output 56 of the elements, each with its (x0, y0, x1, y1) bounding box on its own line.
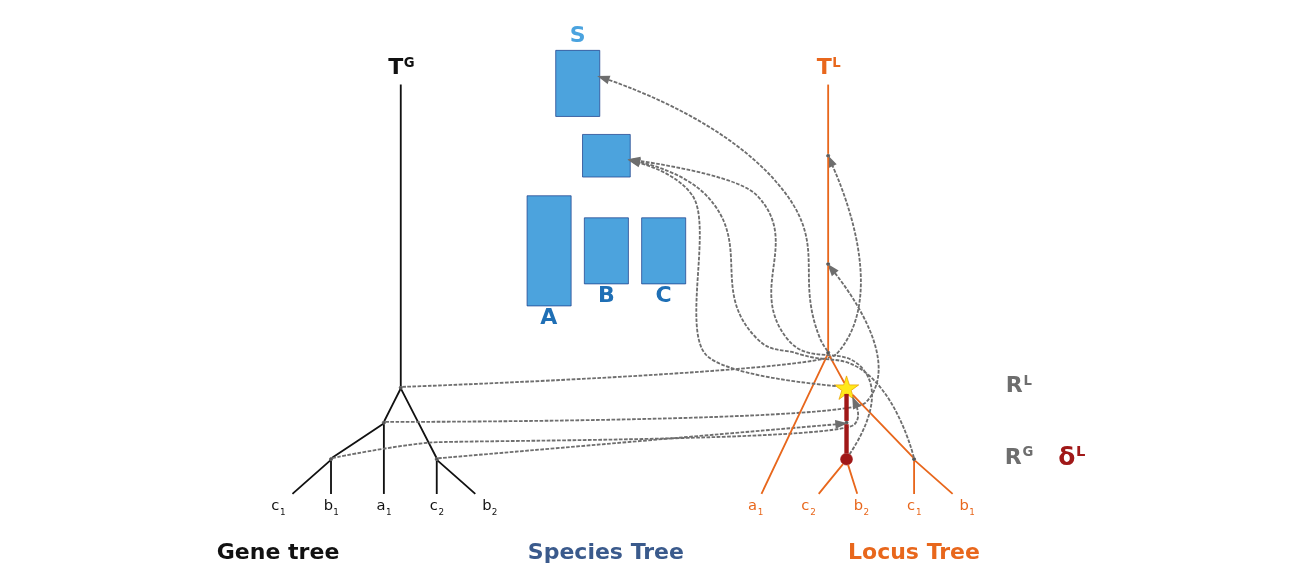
connector (291, 459, 331, 495)
node-circle (839, 452, 853, 466)
node-text: c$_{1}$ (270, 496, 286, 518)
node-point (844, 420, 848, 425)
node-point (434, 457, 439, 462)
label: δ$^{L}$ (1057, 441, 1085, 471)
connector (912, 460, 915, 495)
connector (843, 393, 849, 421)
node-point (328, 457, 333, 462)
node-label: A (539, 304, 557, 330)
node-point (825, 262, 830, 266)
label: Locus Tree (847, 538, 980, 564)
node-point (911, 457, 916, 462)
node-point (825, 153, 830, 158)
connector (329, 460, 332, 495)
node-text: T$^{L}$ (816, 54, 841, 80)
connector (846, 463, 858, 495)
connector (826, 264, 829, 352)
node-text: b$_{2}$ (853, 496, 869, 518)
connector (913, 459, 954, 495)
node-text: c$_{2}$ (429, 496, 444, 518)
connector (817, 463, 844, 495)
connector (435, 460, 438, 495)
node-box (581, 134, 631, 178)
connector (843, 424, 849, 453)
node-label: B (597, 282, 615, 308)
connector (330, 423, 384, 459)
label: Species Tree (527, 538, 684, 564)
connector (436, 459, 476, 495)
label: Gene tree (216, 538, 339, 564)
arrow (330, 396, 861, 460)
node-text: a$_{1}$ (376, 496, 392, 518)
node-label: C (655, 282, 672, 308)
node-star (833, 375, 859, 400)
node-point (825, 350, 830, 355)
node-text: b$_{1}$ (959, 496, 975, 518)
connector (382, 388, 401, 422)
node-text: a$_{1}$ (747, 496, 763, 518)
label: R$^{L}$ (1005, 372, 1032, 398)
connector (382, 423, 385, 495)
connector (826, 156, 829, 264)
node-text: c$_{1}$ (906, 496, 922, 518)
node-label: S (569, 21, 586, 47)
node-text: b$_{1}$ (323, 496, 339, 518)
connector (399, 83, 402, 387)
label: R$^{G}$ (1004, 443, 1033, 469)
connector (760, 353, 829, 495)
node-text: T$^{G}$ (387, 54, 415, 80)
connector (827, 353, 845, 384)
connector (826, 83, 829, 155)
node-point (398, 385, 403, 390)
connector (399, 388, 437, 459)
node-text: b$_{2}$ (481, 496, 497, 518)
connector (851, 393, 914, 459)
node-point (381, 420, 386, 425)
node-text: c$_{2}$ (800, 496, 816, 518)
